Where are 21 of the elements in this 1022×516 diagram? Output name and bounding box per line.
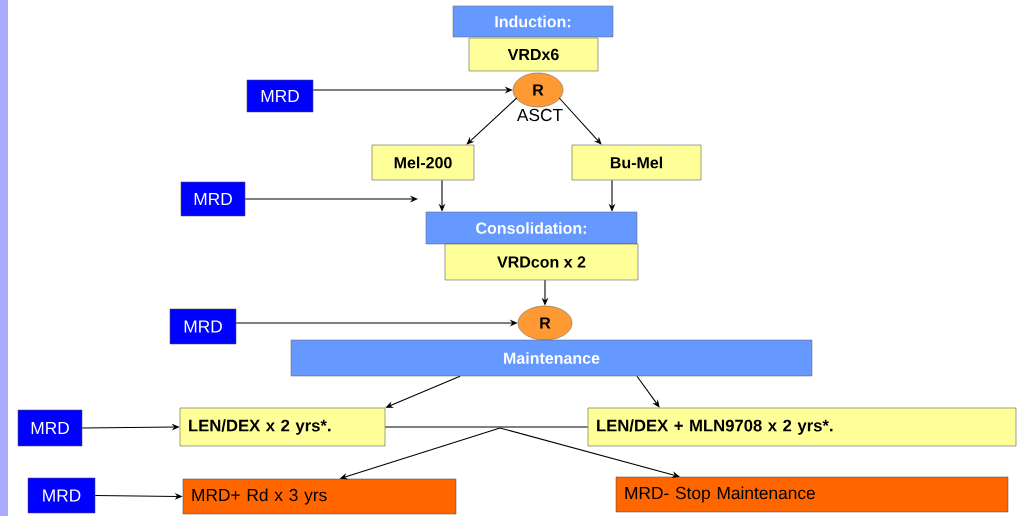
mrd-box: MRD [169, 308, 237, 345]
regimen-box: LEN/DEX + MLN9708 x 2 yrs*. [587, 407, 1017, 447]
regimen-box: VRDx6 [468, 37, 599, 72]
node-caption: ASCT [516, 108, 563, 122]
arrow [466, 97, 518, 145]
arrow [636, 375, 660, 408]
regimen-box: Mel-200 [371, 144, 475, 181]
outcome-box: MRD- Stop Maintenance [615, 476, 1009, 513]
stage-box: Maintenance [290, 339, 813, 377]
regimen-box: Bu-Mel [571, 144, 702, 181]
regimen-box: LEN/DEX x 2 yrs*. [179, 407, 386, 447]
stage-box: Induction: [452, 5, 614, 38]
mrd-box: MRD [27, 477, 96, 514]
mrd-box: MRD [17, 409, 83, 447]
mrd-box: MRD [180, 181, 246, 217]
outcome-box: MRD+ Rd x 3 yrs [182, 478, 457, 515]
mrd-box: MRD [246, 79, 314, 113]
stage-box: Consolidation: [425, 211, 638, 245]
arrow [558, 97, 602, 145]
regimen-box: VRDcon x 2 [444, 243, 639, 281]
arrow [499, 427, 680, 478]
